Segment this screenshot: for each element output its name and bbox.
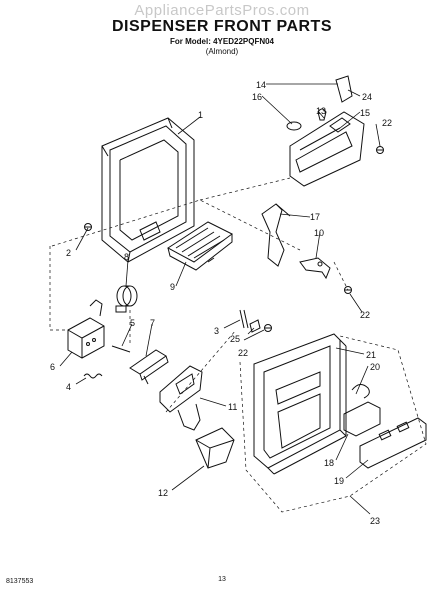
callout-23: 23: [370, 516, 380, 526]
leader-lines: [59, 83, 381, 515]
part-spring: [83, 373, 103, 379]
document-code: 8137553: [6, 578, 34, 585]
callout-2: 2: [66, 248, 71, 258]
page-number: 13: [218, 576, 226, 583]
callout-22-right: 22: [360, 310, 370, 320]
model-line: For Model: 4YED22PQFN04: [169, 37, 275, 46]
part-front-panel: [253, 333, 347, 475]
callout-4: 4: [66, 382, 71, 392]
callout-9: 9: [170, 282, 175, 292]
callout-7: 7: [150, 318, 155, 328]
part-bracket: [261, 203, 291, 267]
callout-21: 21: [366, 350, 376, 360]
part-motor: [115, 285, 138, 313]
part-control-board: [343, 384, 427, 469]
part-actuator-arm: [159, 365, 203, 431]
callout-22-mid: 22: [238, 348, 248, 358]
callout-25: 25: [230, 334, 240, 344]
callout-6: 6: [50, 362, 55, 372]
callout-11: 11: [228, 402, 237, 412]
part-housing-frame: [101, 117, 195, 263]
part-rod-clip: [239, 309, 261, 333]
part-control-housing: [286, 75, 365, 187]
variant-label: (Almond): [205, 47, 239, 56]
callout-20: 20: [370, 362, 380, 372]
callout-3: 3: [214, 326, 219, 336]
part-latch-arm: [299, 257, 331, 280]
callout-12: 12: [158, 488, 168, 498]
part-funnel-cup: [195, 427, 235, 469]
callout-13: 13: [316, 106, 326, 116]
callout-15: 15: [360, 108, 370, 118]
callout-24: 24: [362, 92, 372, 102]
callout-16: 16: [252, 92, 262, 102]
callout-8: 8: [124, 252, 129, 262]
watermark: AppliancePartsPros.com: [134, 2, 310, 19]
callout-17: 17: [310, 212, 320, 222]
screw-parts: [84, 146, 384, 332]
callout-22-top: 22: [382, 118, 392, 128]
assembly-lines: [49, 177, 427, 513]
page-title: DISPENSER FRONT PARTS: [112, 18, 332, 35]
callout-5: 5: [130, 318, 135, 328]
callout-10: 10: [314, 228, 324, 238]
callout-18: 18: [324, 458, 334, 468]
part-lever: [129, 349, 169, 385]
part-drip-tray: [167, 221, 233, 271]
callout-labels: 1 2 3 4 5 6 7 8 9 10 11 12 13 14 15 16 1…: [50, 80, 392, 526]
part-switch-box: [67, 299, 105, 359]
callout-1: 1: [198, 110, 203, 120]
callout-19: 19: [334, 476, 344, 486]
part-pin: [111, 345, 131, 353]
callout-14: 14: [256, 80, 266, 90]
